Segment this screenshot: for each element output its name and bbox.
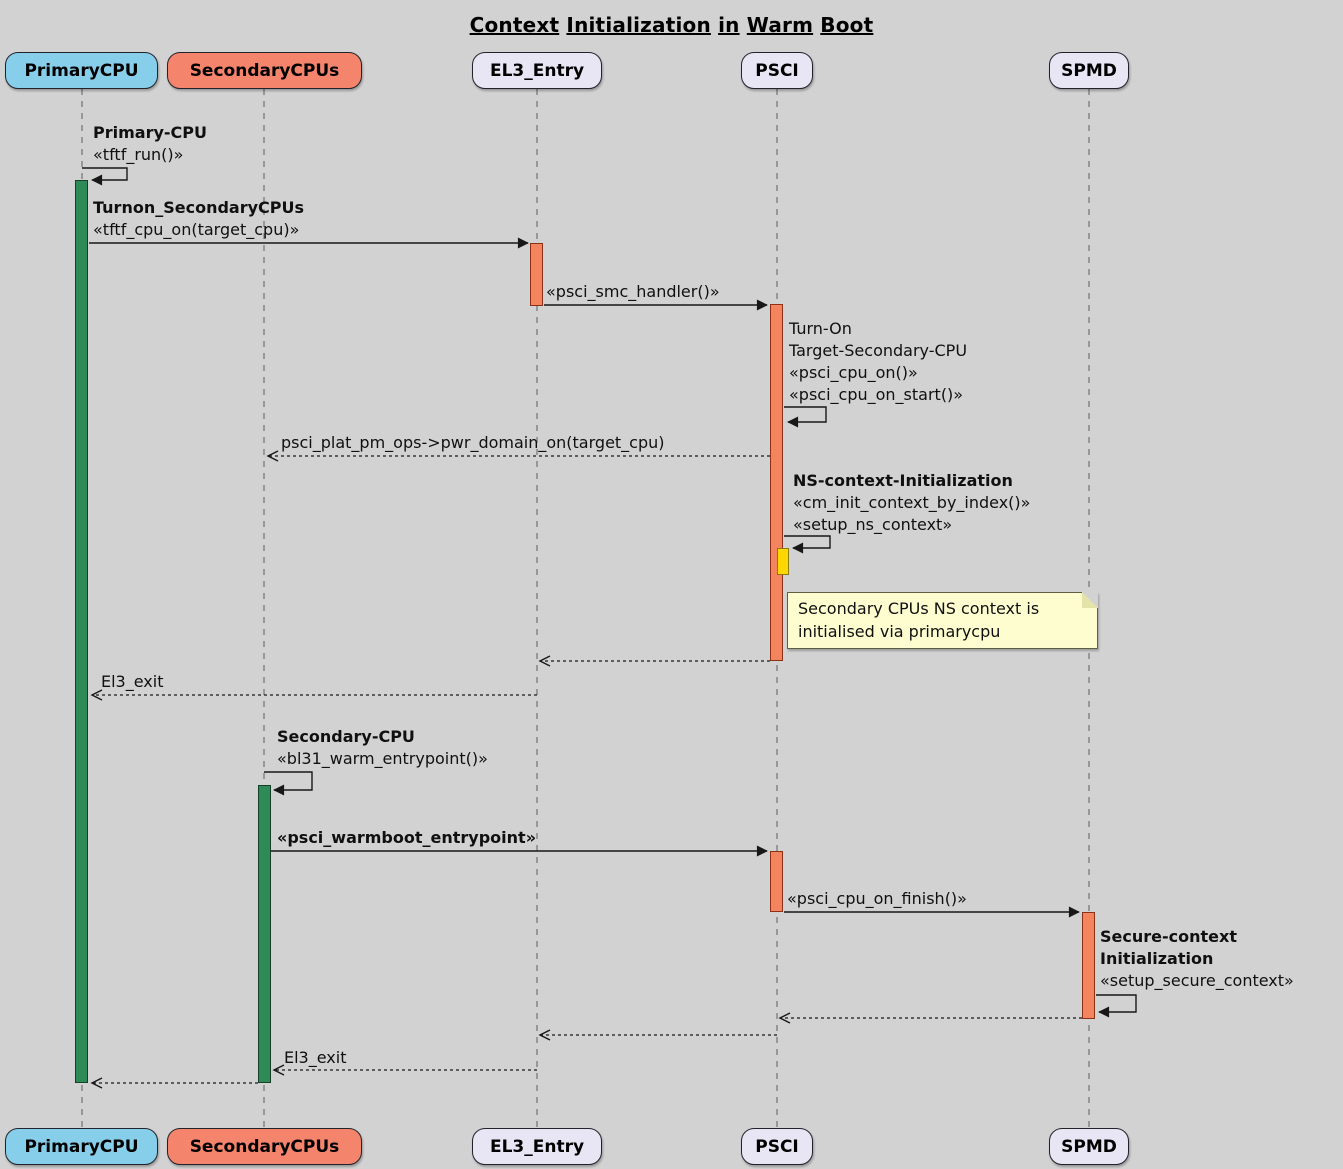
message-label-turn-on-target: Turn-On Target-Secondary-CPU «psci_cpu_o… bbox=[789, 318, 967, 406]
note-line: initialised via primarycpu bbox=[798, 622, 1001, 641]
note-secondary-ns-context: Secondary CPUs NS context is initialised… bbox=[787, 592, 1098, 649]
note-line: Secondary CPUs NS context is bbox=[798, 599, 1040, 618]
message-label-secondary-cpu: Secondary-CPU «bl31_warm_entrypoint()» bbox=[277, 726, 488, 770]
participant-label: EL3_Entry bbox=[489, 1136, 585, 1157]
message-label-psci-smc-handler: «psci_smc_handler()» bbox=[546, 281, 720, 303]
message-line: «psci_smc_handler()» bbox=[546, 282, 720, 301]
arrow-self-bl31-warm-entrypoint bbox=[264, 771, 313, 796]
message-line: «psci_warmboot_entrypoint» bbox=[277, 828, 537, 847]
participant-el3-entry-bottom: EL3_Entry bbox=[472, 1128, 602, 1165]
participant-el3-entry-top: EL3_Entry bbox=[472, 52, 602, 89]
participant-label: SecondaryCPUs bbox=[189, 60, 340, 81]
activation-spmd bbox=[1082, 912, 1095, 1019]
message-label-ns-context-init: NS-context-Initialization «cm_init_conte… bbox=[793, 470, 1030, 536]
activation-el3-entry bbox=[530, 243, 543, 306]
activation-secondarycpus bbox=[258, 785, 271, 1083]
message-line: Secure-context bbox=[1100, 927, 1237, 946]
arrow-self-setup-secure-context bbox=[1096, 994, 1137, 1018]
message-line: «cm_init_context_by_index()» bbox=[793, 493, 1031, 512]
message-line: «bl31_warm_entrypoint()» bbox=[277, 749, 488, 768]
participant-label: SPMD bbox=[1061, 1136, 1117, 1157]
message-line: «psci_cpu_on_start()» bbox=[789, 385, 964, 404]
participant-secondarycpus-bottom: SecondaryCPUs bbox=[167, 1128, 362, 1165]
participant-spmd-top: SPMD bbox=[1049, 52, 1129, 89]
participant-label: PrimaryCPU bbox=[24, 60, 139, 81]
message-label-psci-cpu-on-finish: «psci_cpu_on_finish()» bbox=[787, 888, 967, 910]
message-label-psci-warmboot-entrypoint: «psci_warmboot_entrypoint» bbox=[277, 827, 536, 849]
message-label-turnon-secondarycpus: Turnon_SecondaryCPUs «tftf_cpu_on(target… bbox=[93, 197, 304, 241]
message-label-secure-context-init: Secure-context Initialization «setup_sec… bbox=[1100, 926, 1294, 992]
message-label-el3-exit-2: El3_exit bbox=[284, 1047, 346, 1069]
message-label-tftf-run: Primary-CPU «tftf_run()» bbox=[93, 122, 207, 166]
message-line: Secondary-CPU bbox=[277, 727, 415, 746]
arrow-self-tftf-run bbox=[82, 167, 128, 186]
participant-primarycpu-bottom: PrimaryCPU bbox=[5, 1128, 158, 1165]
message-line: Primary-CPU bbox=[93, 123, 207, 142]
participant-label: PrimaryCPU bbox=[24, 1136, 139, 1157]
participant-spmd-bottom: SPMD bbox=[1049, 1128, 1129, 1165]
message-line: Target-Secondary-CPU bbox=[789, 341, 968, 360]
participant-psci-top: PSCI bbox=[741, 52, 813, 89]
message-line: Turnon_SecondaryCPUs bbox=[93, 198, 305, 217]
arrow-self-psci-cpu-on bbox=[784, 406, 827, 428]
diagram-title: Context Initialization in Warm Boot bbox=[469, 13, 874, 37]
message-line: NS-context-Initialization bbox=[793, 471, 1013, 490]
activation-primarycpu bbox=[75, 180, 88, 1083]
message-label-pwr-domain-on: psci_plat_pm_ops->pwr_domain_on(target_c… bbox=[281, 432, 665, 454]
message-label-el3-exit-1: El3_exit bbox=[101, 671, 163, 693]
participant-label: SPMD bbox=[1061, 60, 1117, 81]
participant-label: PSCI bbox=[755, 60, 799, 81]
message-line: El3_exit bbox=[101, 672, 164, 691]
participant-primarycpu-top: PrimaryCPU bbox=[5, 52, 158, 89]
message-line: Initialization bbox=[1100, 949, 1214, 968]
arrow-self-setup-ns-context bbox=[784, 535, 831, 554]
message-line: Turn-On bbox=[789, 319, 852, 338]
participant-label: SecondaryCPUs bbox=[189, 1136, 340, 1157]
message-line: «setup_ns_context» bbox=[793, 515, 953, 534]
message-line: «setup_secure_context» bbox=[1100, 971, 1294, 990]
participant-label: PSCI bbox=[755, 1136, 799, 1157]
participant-secondarycpus-top: SecondaryCPUs bbox=[167, 52, 362, 89]
participant-label: EL3_Entry bbox=[489, 60, 585, 81]
message-line: «psci_cpu_on()» bbox=[789, 363, 918, 382]
message-line: «psci_cpu_on_finish()» bbox=[787, 889, 967, 908]
activation-psci-1 bbox=[770, 304, 783, 661]
participant-psci-bottom: PSCI bbox=[741, 1128, 813, 1165]
activation-psci-2 bbox=[770, 851, 783, 912]
message-line: «tftf_cpu_on(target_cpu)» bbox=[93, 220, 300, 239]
message-line: El3_exit bbox=[284, 1048, 347, 1067]
message-line: «tftf_run()» bbox=[93, 145, 184, 164]
message-line: psci_plat_pm_ops->pwr_domain_on(target_c… bbox=[281, 433, 665, 452]
activation-psci-nested bbox=[777, 548, 789, 575]
